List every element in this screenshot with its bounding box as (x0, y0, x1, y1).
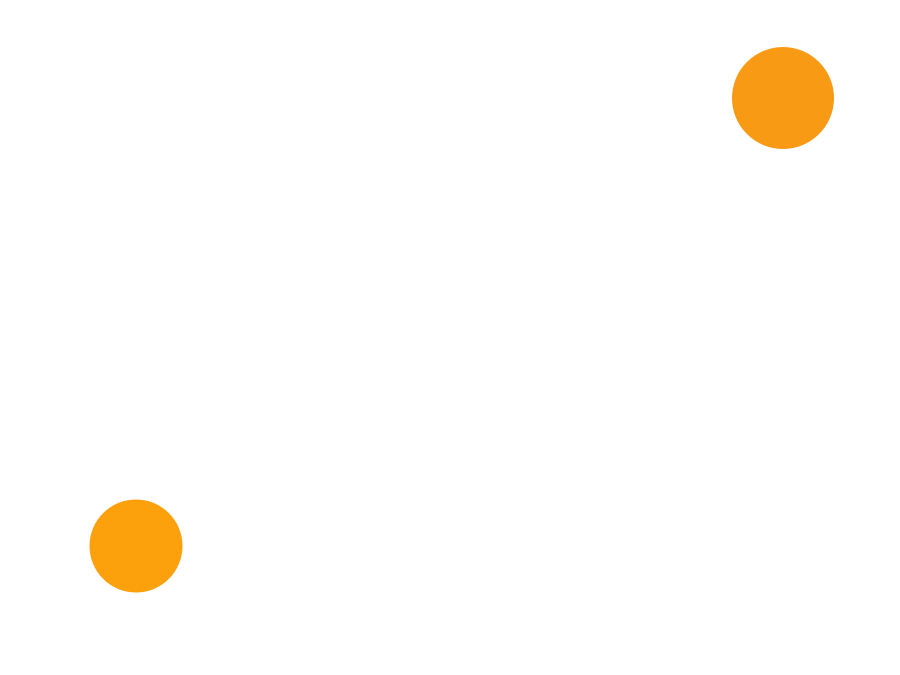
small-orange-circle (89, 499, 183, 593)
large-orange-circle (732, 47, 834, 149)
